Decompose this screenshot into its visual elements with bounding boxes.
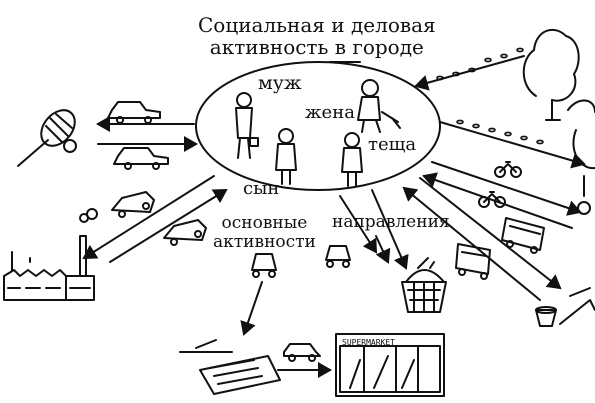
arrow-to-park-bike [431, 161, 582, 216]
bus-upper-icon [501, 217, 545, 254]
arrow-to-park [439, 121, 586, 169]
title-line-2: активность в городе [209, 35, 424, 59]
car-factory-top-icon [111, 191, 155, 218]
label-husband: муж [258, 72, 302, 94]
car-mid-left-icon [113, 147, 169, 170]
son-figure [341, 132, 363, 187]
bus-lower-icon [455, 243, 491, 280]
smoke-icon [79, 208, 98, 223]
arrow-to-restaurant [419, 177, 562, 290]
tree-icon [522, 28, 595, 197]
arrow-from-restaurant [402, 186, 541, 301]
supermarket-building [335, 333, 445, 397]
label-wife: жена [305, 102, 355, 123]
car-to-store-icon [283, 343, 321, 362]
diagram-title: Социальная и деловая активность в городе [198, 14, 436, 58]
label-son: сын [243, 178, 280, 199]
arrow-to-factory [82, 175, 215, 260]
caption-left-line-1: основные [221, 213, 308, 233]
arrow-center-short [375, 235, 391, 264]
mother-in-law-figure [357, 79, 401, 133]
footprints-from-park [436, 47, 524, 81]
wife-figure [275, 128, 297, 185]
caption-left: основные активности [213, 214, 316, 252]
desk-papers-icon [179, 339, 281, 395]
shopping-basket-icon [401, 257, 447, 313]
car-top-left-icon [107, 101, 161, 124]
arrow-from-factory [109, 188, 228, 263]
label-mother-in-law: теща [368, 134, 417, 155]
tree-bush-icon [577, 201, 591, 215]
family-ellipse [195, 61, 441, 191]
footprints-to-park [456, 119, 544, 145]
caption-left-line-2: активности [213, 232, 316, 252]
husband-figure [235, 92, 259, 159]
title-line-1: Социальная и деловая [198, 13, 436, 37]
arrow-from-park-bike [422, 172, 573, 229]
restaurant-icon [535, 287, 595, 327]
arrow-to-office [240, 281, 263, 336]
arrow-from-park [414, 55, 525, 91]
arrow-to-basket [371, 189, 409, 270]
store-sign: SUPERMARKET [342, 338, 395, 347]
car-center-icon [325, 245, 351, 268]
arrow-center-down [339, 195, 378, 254]
tennis-racket-icon [17, 109, 77, 167]
caption-right: направления [332, 212, 450, 232]
car-factory-bottom-icon [163, 219, 207, 246]
car-bottom-icon [251, 253, 277, 278]
bicycle-upper-icon [494, 161, 522, 178]
factory-icon [3, 235, 95, 301]
